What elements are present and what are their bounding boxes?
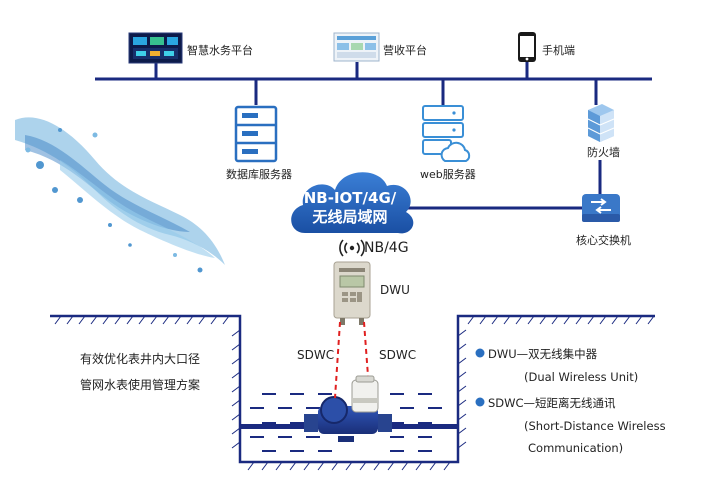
database-server-label: 数据库服务器 — [226, 168, 292, 181]
web-server-icon — [422, 105, 471, 162]
network-cloud-shape — [291, 172, 414, 234]
core-switch-label: 核心交换机 — [576, 234, 631, 247]
smart-water-platform-label: 智慧水务平台 — [187, 44, 253, 57]
mobile-label: 手机端 — [542, 44, 575, 57]
signal-label: NB/4G — [364, 240, 409, 256]
legend-dwu-title: DWU—双无线集中器 — [488, 347, 598, 361]
description-line1: 有效优化表井内大口径 — [80, 352, 201, 366]
billing-platform-label: 营收平台 — [383, 44, 427, 57]
water-splash-image — [15, 117, 225, 273]
legend-dwu-bullet — [475, 348, 485, 358]
legend-sdwc-bullet — [475, 397, 485, 407]
legend-dwu-english: (Dual Wireless Unit) — [524, 370, 639, 384]
mobile-phone-icon — [518, 32, 536, 62]
sdwc-module-icon — [351, 375, 379, 413]
core-switch-icon — [582, 194, 620, 222]
cloud-label-line1: NB-IOT/4G/ — [303, 189, 397, 207]
legend-sdwc-title: SDWC—短距离无线通讯 — [488, 396, 616, 410]
web-server-label: web服务器 — [420, 168, 476, 181]
firewall-label: 防火墙 — [587, 146, 620, 159]
sdwc-link-left — [334, 321, 341, 399]
firewall-icon — [587, 104, 615, 142]
dwu-device-icon — [333, 261, 371, 325]
database-server-icon — [234, 105, 278, 163]
dwu-label: DWU — [380, 283, 410, 297]
sdwc-right-label: SDWC — [379, 348, 417, 362]
legend-sdwc-english-1: (Short-Distance Wireless — [524, 419, 666, 433]
sdwc-link-right — [363, 321, 369, 377]
water-meter-icon — [304, 396, 392, 442]
water-level-dashes — [250, 393, 442, 452]
sdwc-left-label: SDWC — [297, 348, 335, 362]
cloud-label: NB-IOT/4G/ 无线局域网 — [300, 189, 400, 227]
smart-water-screen-icon — [128, 32, 183, 64]
legend-sdwc-english-2: Communication) — [528, 441, 624, 455]
ground-hatch — [54, 315, 655, 471]
meter-well — [50, 314, 655, 464]
billing-screen-icon — [333, 32, 380, 62]
cloud-label-line2: 无线局域网 — [312, 208, 388, 226]
wireless-signal-icon — [339, 239, 365, 257]
description-line2: 管网水表使用管理方案 — [80, 378, 201, 392]
